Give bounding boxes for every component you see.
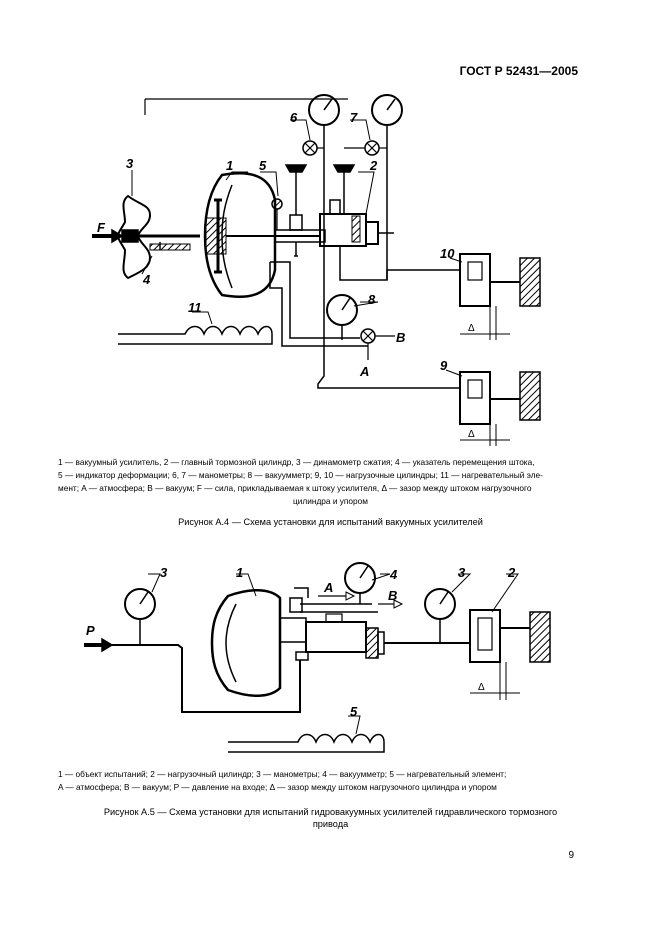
a5-label-1: 1 [236, 565, 243, 580]
figure-a5-legend: 1 — объект испытаний; 2 — нагрузочный ци… [58, 768, 603, 794]
a5-label-A: A [323, 580, 333, 595]
label-7: 7 [350, 110, 358, 125]
a5-label-B: B [388, 588, 397, 603]
label-4: 4 [142, 272, 151, 287]
label-B: B [396, 330, 405, 345]
figure-a4-caption: Рисунок А.4 — Схема установки для испыта… [178, 517, 483, 527]
caption-line: привода [312, 819, 349, 829]
a5-label-P: P [86, 623, 95, 638]
a5-label-3-left: 3 [160, 565, 168, 580]
legend-line: 1 — вакуумный усилитель, 2 — главный тор… [58, 457, 535, 467]
label-1: 1 [226, 158, 233, 173]
label-A: A [359, 364, 369, 379]
label-delta-10: Δ [468, 323, 475, 334]
legend-line: A — атмосфера; B — вакуум; P — давление … [58, 782, 497, 792]
a5-label-5: 5 [350, 704, 358, 719]
label-11: 11 [188, 300, 202, 315]
a5-label-delta: Δ [478, 682, 485, 693]
a5-label-3-right: 3 [458, 565, 466, 580]
a5-label-4: 4 [389, 567, 398, 582]
label-F: F [97, 220, 106, 235]
label-10: 10 [440, 246, 455, 261]
legend-line: 5 — индикатор деформации; 6, 7 — маномет… [58, 470, 543, 480]
label-3: 3 [126, 156, 134, 171]
a5-label-2: 2 [507, 565, 516, 580]
figure-a4-legend: 1 — вакуумный усилитель, 2 — главный тор… [58, 456, 603, 508]
document-id: ГОСТ Р 52431—2005 [459, 64, 578, 78]
label-delta-9: Δ [468, 429, 475, 440]
label-6: 6 [290, 110, 298, 125]
label-5: 5 [259, 158, 267, 173]
figure-a5-caption: Рисунок А.5 — Схема установки для испыта… [0, 806, 661, 830]
label-9: 9 [440, 358, 448, 373]
label-2: 2 [369, 158, 378, 173]
legend-line: цилиндра и упором [293, 496, 368, 506]
caption-line: Рисунок А.5 — Схема установки для испыта… [103, 807, 558, 817]
label-8: 8 [368, 292, 376, 307]
legend-line: мент; A — атмосфера; B — вакуум; F — сил… [58, 483, 532, 493]
legend-line: 1 — объект испытаний; 2 — нагрузочный ци… [58, 769, 507, 779]
dynamometer-icon [116, 194, 152, 280]
page-number: 9 [568, 850, 574, 861]
